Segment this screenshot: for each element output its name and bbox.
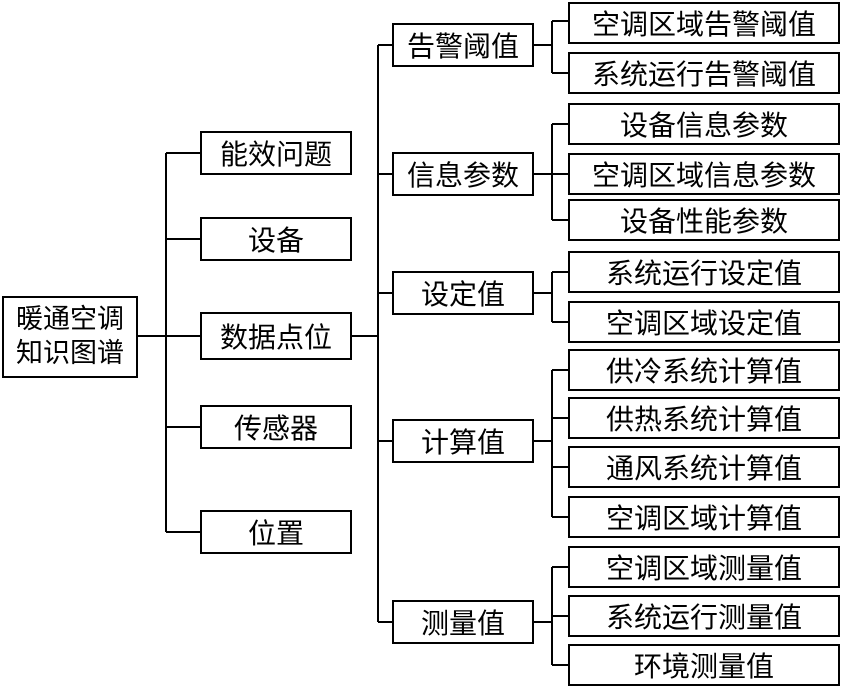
node-equipment: 设备	[200, 217, 352, 261]
node-alarm-threshold: 告警阈值	[392, 23, 534, 67]
root-node: 暖通空调 知识图谱	[2, 296, 138, 378]
leaf-node: 通风系统计算值	[568, 446, 840, 488]
node-setpoints: 设定值	[392, 271, 534, 315]
node-calculated-values: 计算值	[392, 419, 534, 463]
node-location: 位置	[200, 510, 352, 554]
leaf-node: 空调区域设定值	[568, 301, 840, 343]
node-data-points: 数据点位	[200, 312, 352, 360]
leaf-node: 系统运行告警阈值	[568, 52, 840, 94]
leaf-node: 供冷系统计算值	[568, 349, 840, 391]
leaf-node: 系统运行测量值	[568, 595, 840, 637]
leaf-node: 空调区域告警阈值	[568, 2, 840, 44]
leaf-node: 环境测量值	[568, 644, 840, 686]
node-sensor: 传感器	[200, 405, 352, 449]
leaf-node: 设备信息参数	[568, 103, 840, 145]
root-label-line1: 暖通空调	[16, 304, 124, 335]
node-measured-values: 测量值	[392, 600, 534, 644]
node-info-params: 信息参数	[392, 152, 534, 196]
leaf-node: 空调区域测量值	[568, 546, 840, 588]
leaf-node: 设备性能参数	[568, 199, 840, 241]
leaf-node: 供热系统计算值	[568, 397, 840, 439]
leaf-node: 系统运行设定值	[568, 251, 840, 293]
node-energy-efficiency: 能效问题	[200, 131, 352, 175]
leaf-node: 空调区域信息参数	[568, 153, 840, 195]
root-label-line2: 知识图谱	[16, 338, 124, 369]
leaf-node: 空调区域计算值	[568, 496, 840, 538]
